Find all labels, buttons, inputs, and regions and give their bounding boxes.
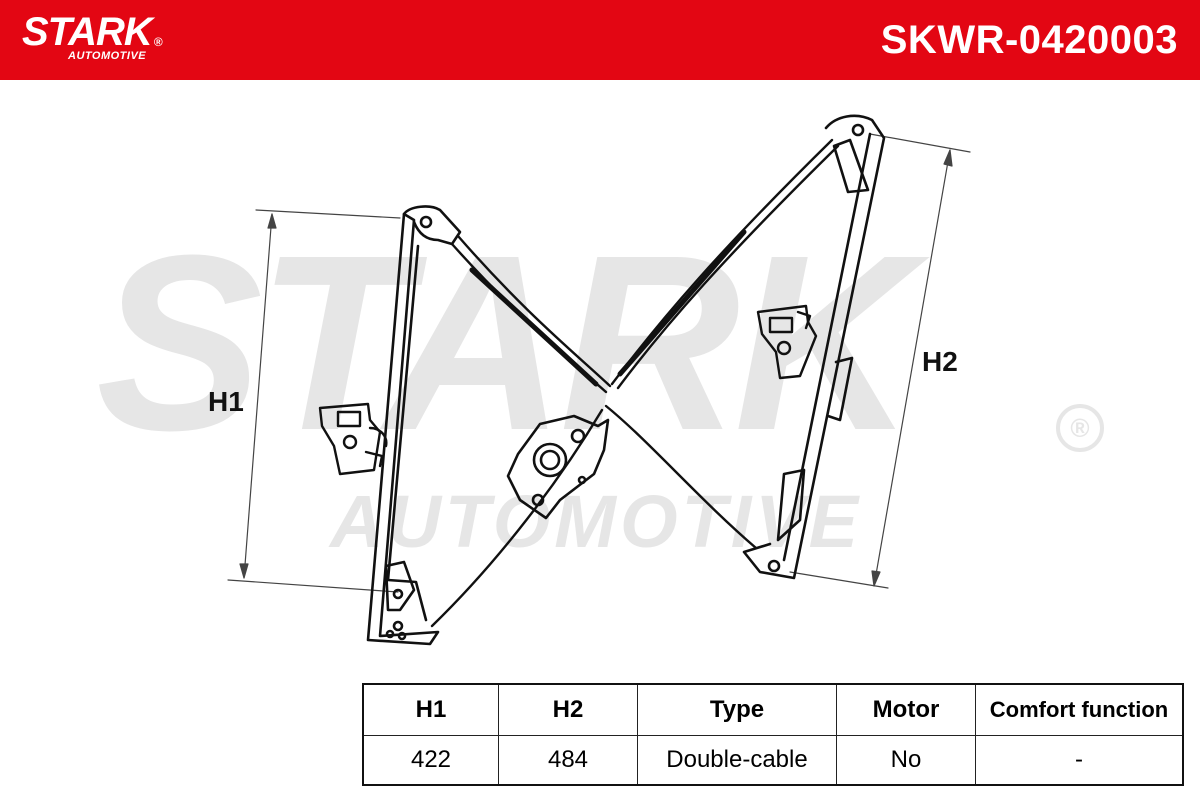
watermark-brand: STARK: [96, 203, 915, 482]
left-guide-rail: [366, 205, 462, 646]
header-bar: STARK® AUTOMOTIVE SKWR-0420003: [0, 0, 1200, 80]
dimension-h1: [227, 209, 401, 593]
specs-value-row: 422 484 Double-cable No -: [362, 735, 1184, 786]
logo-registered-mark: ®: [153, 35, 163, 49]
right-glass-clamp: [756, 304, 818, 380]
specs-header-h2: H2: [498, 683, 638, 736]
logo-brand: STARK: [22, 10, 153, 54]
dimension-h2: [789, 133, 971, 589]
specs-table: H1 H2 Type Motor Comfort function 422 48…: [362, 683, 1184, 786]
specs-value-h1: 422: [362, 735, 499, 786]
specs-header-h1: H1: [362, 683, 499, 736]
specs-value-h2: 484: [498, 735, 638, 786]
regulator-cables: [430, 138, 840, 628]
watermark-subtitle: AUTOMOTIVE: [330, 480, 862, 563]
part-number: SKWR-0420003: [880, 18, 1178, 62]
specs-header-type: Type: [637, 683, 837, 736]
specs-header-comfort-function: Comfort function: [975, 683, 1184, 736]
gearbox-housing: [506, 414, 610, 520]
cable-sleeves: [469, 229, 747, 387]
specs-header-motor: Motor: [836, 683, 976, 736]
watermark-registered-mark: ®: [1056, 404, 1104, 452]
right-guide-rail: [742, 114, 886, 580]
logo-subtitle: AUTOMOTIVE: [68, 50, 147, 62]
left-glass-clamp: [318, 402, 388, 476]
stark-logo: STARK® AUTOMOTIVE: [22, 10, 163, 62]
specs-value-motor: No: [836, 735, 976, 786]
dimension-h2-label: H2: [922, 346, 958, 377]
specs-value-comfort-function: -: [975, 735, 1184, 786]
specs-header-row: H1 H2 Type Motor Comfort function: [362, 683, 1184, 736]
window-regulator-drawing: [227, 114, 971, 646]
dimension-h1-label: H1: [208, 386, 244, 417]
logo-wordmark: STARK®: [22, 10, 163, 54]
specs-value-type: Double-cable: [637, 735, 837, 786]
